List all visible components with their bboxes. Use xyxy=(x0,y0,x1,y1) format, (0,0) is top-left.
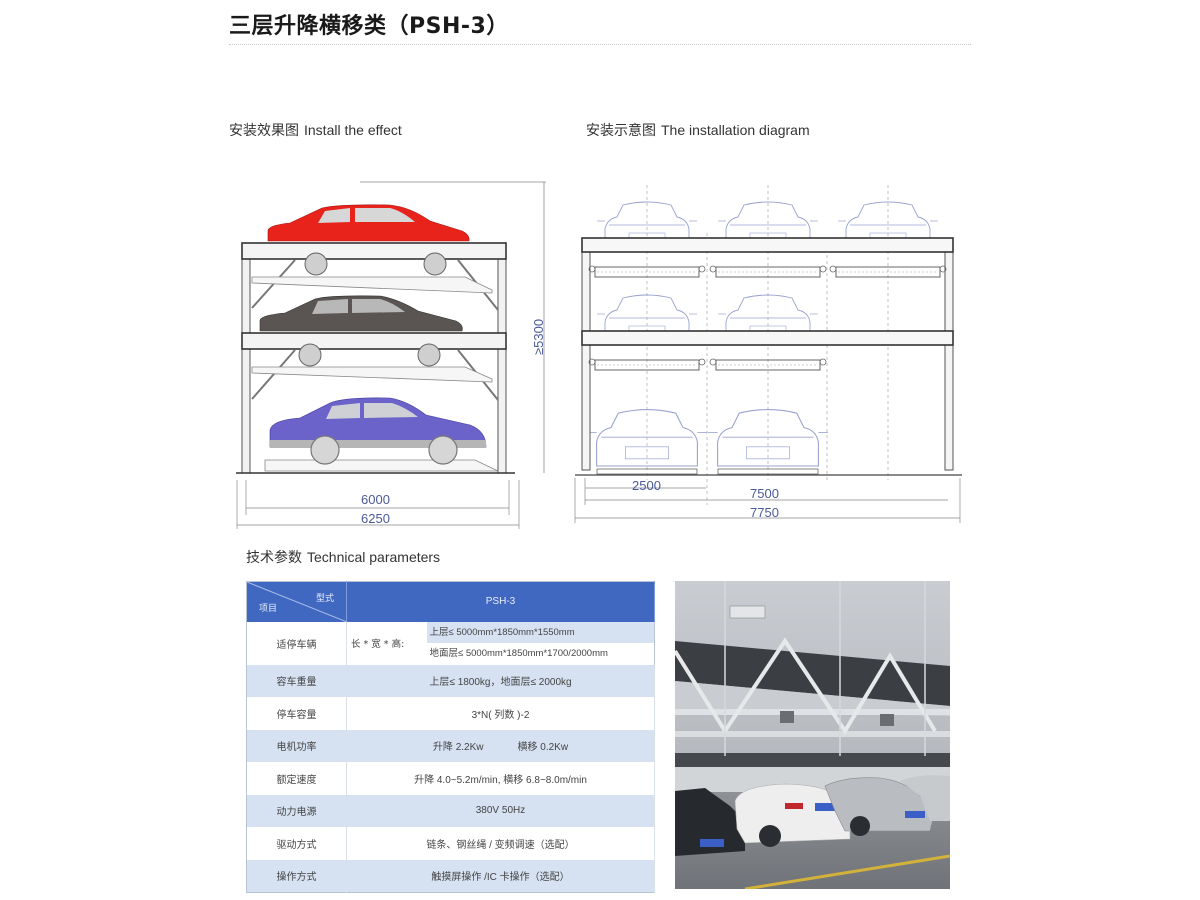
inner-width-dimension: 6000 xyxy=(361,492,390,507)
row-value: 上层≤ 1800kg，地面层≤ 2000kg xyxy=(346,664,655,697)
item-label: 项目 xyxy=(259,603,278,614)
height-dimension: ≥5300 xyxy=(531,319,546,355)
row-value: 升降 4.0~5.2m/min, 横移 6.8~8.0m/min xyxy=(346,762,655,795)
row-label: 操作方式 xyxy=(246,859,347,892)
row-label: 动力电源 xyxy=(246,794,347,827)
install-effect-diagram: ≥5300 xyxy=(230,175,560,530)
install-diagram-heading: 安装示意图 The installation diagram xyxy=(586,120,810,140)
vehicle-dims-prefix: 长 * 宽 * 高: xyxy=(351,639,405,650)
model-header: PSH-3 xyxy=(346,581,655,622)
table-row: 驱动方式 链条、钢丝绳 / 变频调速（选配） xyxy=(246,827,655,860)
lift-power: 升降 2.2Kw xyxy=(432,742,484,754)
gray-car xyxy=(259,295,463,367)
install-diagram-heading-zh: 安装示意图 xyxy=(586,123,656,139)
row-label: 驱动方式 xyxy=(246,827,347,860)
row-value: 升降 2.2Kw 横移 0.2Kw xyxy=(346,729,655,762)
bay-width-dimension: 2500 xyxy=(632,478,661,493)
header-diagonal-cell: 型式 项目 xyxy=(246,581,347,622)
table-row: 操作方式 触摸屏操作 /IC 卡操作（选配） xyxy=(246,859,655,892)
table-row-vehicle: 适停车辆 长 * 宽 * 高: 上层≤ 5000mm*1850mm*1550mm… xyxy=(246,621,655,665)
row-value: 触摸屏操作 /IC 卡操作（选配） xyxy=(346,859,655,892)
row-label: 适停车辆 xyxy=(246,621,347,665)
row-label: 容车重量 xyxy=(246,664,347,697)
table-row: 电机功率 升降 2.2Kw 横移 0.2Kw xyxy=(246,729,655,762)
outer-width-dimension: 6250 xyxy=(361,511,390,526)
upper-vehicle-dims: 上层≤ 5000mm*1850mm*1550mm xyxy=(426,622,654,643)
install-effect-heading: 安装效果图 Install the effect xyxy=(229,120,402,140)
tech-params-heading-en: Technical parameters xyxy=(307,549,441,565)
row-value: 链条、钢丝绳 / 变频调速（选配） xyxy=(346,827,655,860)
install-effect-heading-en: Install the effect xyxy=(304,122,402,138)
row-value: 380V 50Hz xyxy=(346,794,655,827)
install-schematic-diagram: 2500 7500 7750 xyxy=(570,175,970,530)
page-title: 三层升降横移类（PSH-3） xyxy=(229,14,509,39)
span-width-dimension: 7500 xyxy=(750,486,779,501)
title-divider xyxy=(229,44,971,45)
blue-car xyxy=(269,397,487,465)
total-width-dimension: 7750 xyxy=(750,505,779,520)
spec-table-header: 型式 项目 PSH-3 xyxy=(246,581,655,622)
spec-table: 型式 项目 PSH-3 适停车辆 长 * 宽 * 高: 上层≤ 5000mm*1… xyxy=(246,581,655,893)
table-row: 容车重量 上层≤ 1800kg，地面层≤ 2000kg xyxy=(246,664,655,697)
table-row: 动力电源 380V 50Hz xyxy=(246,794,655,827)
type-label: 型式 xyxy=(315,594,334,604)
install-diagram-heading-en: The installation diagram xyxy=(661,122,810,138)
garage-photo xyxy=(675,581,950,889)
row-label: 停车容量 xyxy=(246,697,347,730)
tech-params-heading: 技术参数 Technical parameters xyxy=(246,547,440,567)
table-row: 额定速度 升降 4.0~5.2m/min, 横移 6.8~8.0m/min xyxy=(246,762,655,795)
ground-vehicle-dims: 地面层≤ 5000mm*1850mm*1700/2000mm xyxy=(429,648,608,659)
row-label: 额定速度 xyxy=(246,762,347,795)
table-row: 停车容量 3*N( 列数 )-2 xyxy=(246,697,655,730)
red-car xyxy=(267,204,470,276)
tech-params-heading-zh: 技术参数 xyxy=(246,550,302,566)
traverse-power: 横移 0.2Kw xyxy=(517,742,569,754)
row-label: 电机功率 xyxy=(246,729,347,762)
install-effect-heading-zh: 安装效果图 xyxy=(229,123,299,139)
row-value: 3*N( 列数 )-2 xyxy=(346,697,655,730)
